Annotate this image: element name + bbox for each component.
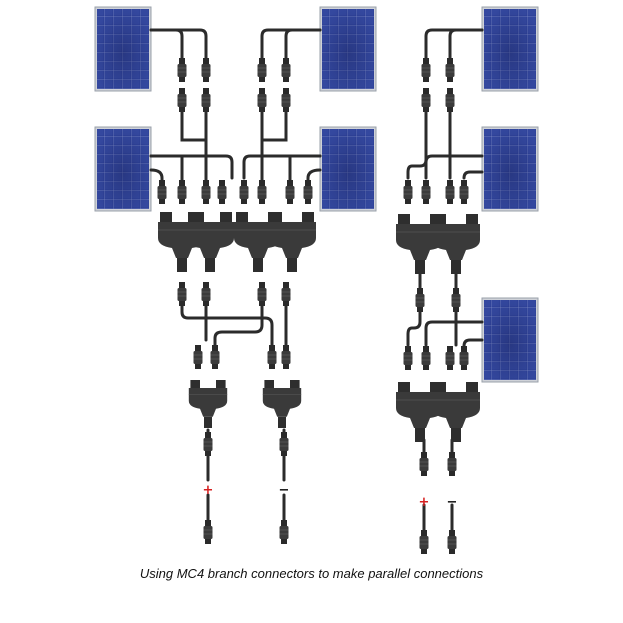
mc4-connector-icon (451, 287, 461, 313)
mc4-connector-icon (281, 344, 291, 370)
solar-panel-icon (481, 6, 539, 92)
mc4-connector-icon (201, 87, 211, 113)
mc4-connector-icon (419, 529, 429, 555)
mc4-connector-icon (415, 287, 425, 313)
mc4-connector-icon (201, 281, 211, 307)
diagram-caption: Using MC4 branch connectors to make para… (139, 566, 484, 581)
mc4-connector-icon (201, 179, 211, 205)
mc4-connector-icon (193, 344, 203, 370)
mc4-connector-icon (445, 179, 455, 205)
mc4-connector-icon (419, 451, 429, 477)
mc4-connector-icon (281, 87, 291, 113)
positive-polarity-label: + (203, 483, 214, 498)
positive-polarity-label: + (419, 495, 430, 510)
y-branch-connector-icon (262, 379, 302, 429)
mc4-connector-icon (203, 519, 213, 545)
y-branch-connector-icon (431, 381, 481, 443)
negative-polarity-label: − (279, 483, 290, 498)
mc4-connector-icon (447, 529, 457, 555)
solar-panel-icon (319, 126, 377, 212)
y-branch-connector-icon (267, 211, 317, 273)
mc4-connector-icon (281, 281, 291, 307)
cable-group-right (406, 28, 484, 532)
mc4-connector-icon (257, 281, 267, 307)
mc4-connector-icon (257, 179, 267, 205)
solar-panel-icon (94, 6, 152, 92)
mc4-connector-icon (177, 87, 187, 113)
solar-panel-icon (319, 6, 377, 92)
negative-polarity-label: − (447, 495, 458, 510)
mc4-connector-icon (421, 57, 431, 83)
mc4-connector-icon (203, 431, 213, 457)
mc4-connector-icon (459, 345, 469, 371)
mc4-connector-icon (403, 179, 413, 205)
mc4-connector-icon (217, 179, 227, 205)
mc4-connector-icon (445, 345, 455, 371)
y-branch-connector-icon (431, 213, 481, 275)
mc4-connector-icon (177, 57, 187, 83)
mc4-connector-icon (303, 179, 313, 205)
mc4-connector-icon (177, 179, 187, 205)
mc4-connector-icon (403, 345, 413, 371)
mc4-connector-icon (447, 451, 457, 477)
mc4-connector-icon (267, 344, 277, 370)
mc4-connector-icon (279, 431, 289, 457)
solar-panel-icon (481, 126, 539, 212)
mc4-connector-icon (257, 57, 267, 83)
mc4-connector-icon (279, 519, 289, 545)
y-branch-connector-icon (185, 211, 235, 273)
mc4-connector-icon (285, 179, 295, 205)
mc4-connector-icon (177, 281, 187, 307)
mc4-connector-icon (257, 87, 267, 113)
cable-group-left (149, 28, 322, 522)
y-branch-connector-icon (188, 379, 228, 429)
mc4-connector-icon (421, 87, 431, 113)
mc4-connector-icon (459, 179, 469, 205)
solar-panel-icon (481, 297, 539, 383)
mc4-connector-icon (281, 57, 291, 83)
mc4-connector-icon (421, 179, 431, 205)
mc4-connector-icon (210, 344, 220, 370)
mc4-connector-icon (239, 179, 249, 205)
mc4-connector-icon (201, 57, 211, 83)
mc4-connector-icon (157, 179, 167, 205)
mc4-connector-icon (445, 87, 455, 113)
mc4-connector-icon (445, 57, 455, 83)
mc4-connector-icon (421, 345, 431, 371)
solar-panel-icon (94, 126, 152, 212)
